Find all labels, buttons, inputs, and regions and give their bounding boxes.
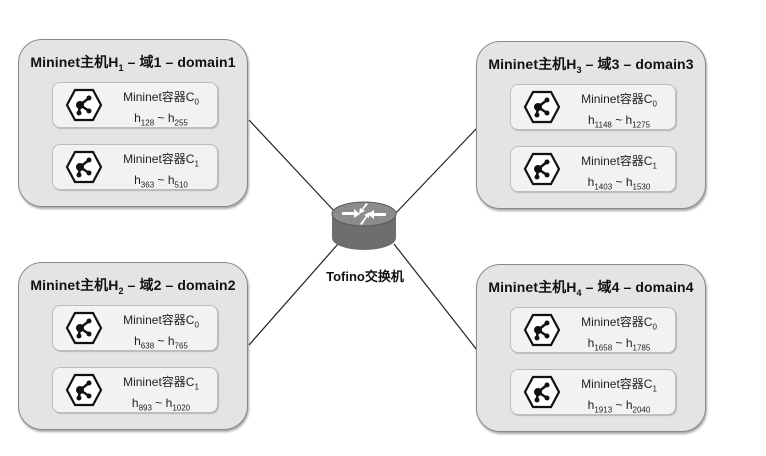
network-hub-icon — [523, 152, 561, 186]
switch-label: Tofino交换机 — [326, 269, 404, 284]
network-hub-icon — [523, 375, 561, 409]
network-hub-icon — [65, 88, 103, 122]
network-hub-icon — [65, 373, 103, 407]
link-h2-switch — [248, 243, 339, 346]
link-h4-switch — [393, 243, 478, 351]
host-title: Mininet主机H2 – 域2 – domain2 — [30, 277, 236, 296]
link-h3-switch — [393, 127, 478, 216]
router-icon — [331, 201, 397, 250]
network-hub-icon — [523, 90, 561, 124]
network-hub-icon — [65, 150, 103, 184]
host-title: Mininet主机H3 – 域3 – domain3 — [488, 56, 694, 75]
host-title: Mininet主机H1 – 域1 – domain1 — [30, 54, 236, 73]
host-title: Mininet主机H4 – 域4 – domain4 — [488, 279, 694, 298]
network-hub-icon — [523, 313, 561, 347]
network-hub-icon — [65, 311, 103, 345]
link-h1-switch — [248, 119, 337, 214]
